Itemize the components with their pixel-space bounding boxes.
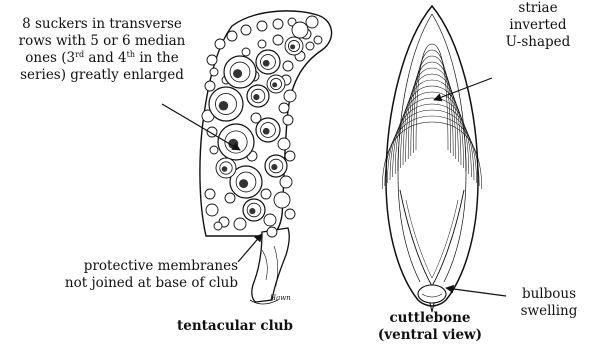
sucker (283, 61, 293, 71)
sucker-center (271, 164, 277, 170)
membranes-label-line1: protective membranes (2, 258, 238, 275)
sucker (292, 22, 308, 38)
cuttlebone-caption-line2: (ventral view) (370, 327, 490, 344)
sucker (215, 39, 225, 49)
sucker (227, 31, 237, 41)
sucker (210, 68, 218, 76)
suckers-label-line1: 8 suckers in transverse (4, 16, 200, 33)
swelling-label-line1: bulbous (508, 286, 590, 303)
suckers-label-line4: series) greatly enlarged (4, 67, 200, 84)
cuttlebone-drawing (382, 6, 482, 312)
sucker (214, 222, 222, 230)
sucker (306, 16, 318, 28)
sucker-center (233, 69, 242, 78)
striae-label-line2: inverted (488, 17, 588, 34)
sucker-center (253, 94, 259, 100)
sucker-center (272, 82, 277, 87)
sucker (261, 189, 271, 199)
sucker (274, 192, 290, 208)
sucker (306, 42, 314, 50)
cuttlebone-caption: cuttlebone (ventral view) (370, 310, 490, 344)
artist-signature: Hawn (269, 294, 291, 302)
sucker (234, 218, 246, 230)
cuttlebone-caption-line1: cuttlebone (370, 310, 490, 327)
swelling-arrow (446, 288, 506, 296)
sucker (264, 214, 276, 226)
striae-label-line3: U-shaped (488, 34, 588, 51)
sucker (267, 227, 277, 237)
membranes-label-line2: not joined at base of club (2, 275, 238, 292)
sucker (257, 21, 267, 31)
swelling-label: bulbous swelling (508, 286, 590, 320)
striae-label-line1: striae (488, 0, 588, 17)
sucker (205, 81, 215, 91)
sucker-center (222, 166, 228, 172)
sucker-center (239, 179, 248, 188)
sucker (278, 138, 290, 150)
sucker (225, 193, 235, 203)
swelling-label-line2: swelling (508, 303, 590, 320)
cuttlebone-outline (386, 6, 478, 306)
sucker (242, 48, 250, 56)
sucker-center (249, 208, 255, 214)
sucker-center (219, 101, 229, 111)
sucker (258, 40, 266, 48)
membranes-arrow (238, 234, 262, 262)
sucker (207, 55, 217, 65)
sucker (210, 146, 218, 154)
suckers-label: 8 suckers in transverse rows with 5 or 6… (4, 16, 200, 84)
tentacular-club-caption: tentacular club (170, 318, 300, 335)
suckers-label-line3: ones (3rd and 4th in the (4, 50, 200, 67)
sucker (285, 209, 295, 219)
sucker (283, 115, 293, 125)
sucker-center (263, 128, 270, 135)
sucker-center (290, 44, 295, 49)
sucker-center (263, 60, 270, 67)
sucker (241, 25, 251, 35)
sucker (285, 151, 295, 161)
sucker (314, 36, 322, 44)
sucker (205, 189, 215, 199)
sucker (280, 176, 292, 188)
striae-label: striae inverted U-shaped (488, 0, 588, 51)
sucker (279, 103, 289, 113)
sucker (284, 90, 296, 102)
suckers-label-line2: rows with 5 or 6 median (4, 33, 200, 50)
sucker (273, 35, 283, 45)
membranes-label: protective membranes not joined at base … (2, 258, 238, 292)
sucker (206, 204, 218, 216)
sucker (273, 19, 283, 29)
